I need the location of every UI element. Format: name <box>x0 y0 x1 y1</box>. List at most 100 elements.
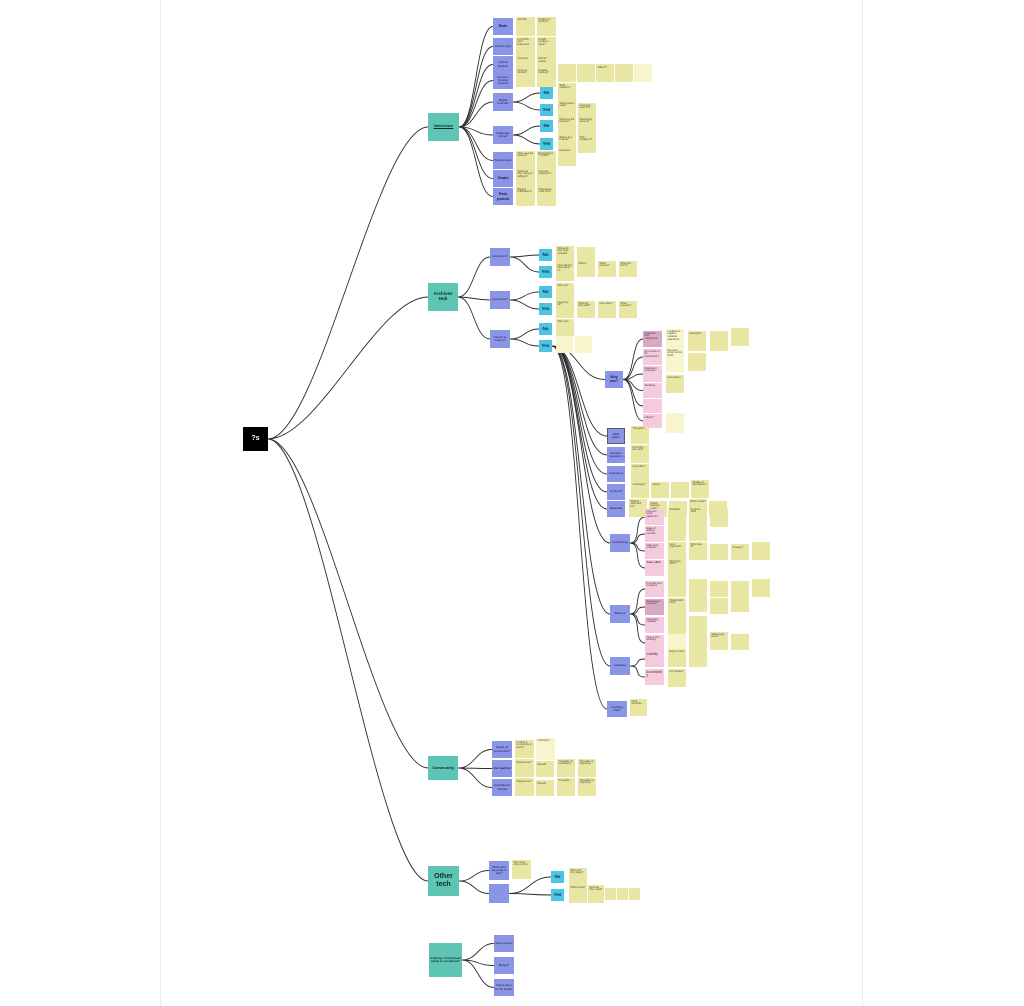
sticky-note[interactable]: Gaps? <box>651 482 669 498</box>
sticky-note[interactable] <box>668 525 686 541</box>
subtopic-node-b1r3[interactable]: Archive location <box>493 56 513 73</box>
subtopic-node-b1r9[interactable]: Pain points <box>493 188 513 205</box>
sticky-note[interactable]: What are they trying to achieve? <box>516 169 535 188</box>
sticky-note[interactable]: What would help? <box>668 598 686 616</box>
sticky-note[interactable]: Small / medium / large? <box>537 37 556 56</box>
sticky-note[interactable]: Who uses the archive? <box>516 151 535 170</box>
sticky-note[interactable]: eg church, gov't, business? <box>516 37 535 56</box>
pink-note-pk4[interactable]: Teaching <box>643 383 662 398</box>
no-node-no1b[interactable]: No <box>540 120 553 132</box>
sticky-note[interactable]: Timely? <box>731 544 749 560</box>
subtopic-node-b2c3[interactable]: Used it to search? <box>490 330 510 348</box>
subtopic-node-b5c1[interactable]: Data security <box>494 935 514 952</box>
sticky-note[interactable] <box>689 651 707 667</box>
sticky-note[interactable]: What process? <box>619 301 637 318</box>
subtopic-node-b2c2[interactable]: Contributor? <box>490 291 510 309</box>
yes-node-yes1b[interactable]: Yes <box>540 138 553 150</box>
sticky-note[interactable] <box>731 634 749 650</box>
subtopic-node-b1r8[interactable]: Goals <box>493 170 513 187</box>
sticky-note[interactable] <box>731 581 749 597</box>
subtopic-node-s7[interactable]: Barriers <box>610 605 630 623</box>
sticky-note[interactable]: Easy to use? <box>668 649 686 667</box>
sticky-note[interactable] <box>558 64 576 82</box>
sticky-note[interactable]: Staff capacity? <box>558 83 576 101</box>
sticky-note[interactable]: Worth the effort? <box>668 559 686 579</box>
pink-note-s8p1[interactable]: usability <box>645 651 664 667</box>
sticky-note[interactable]: Why not? <box>556 283 574 301</box>
sticky-note[interactable] <box>689 525 707 541</box>
sticky-note[interactable] <box>710 544 728 560</box>
pink-note-pk1[interactable]: Research own collections <box>643 331 662 347</box>
sticky-note[interactable]: How exported? <box>668 542 686 560</box>
pink-note-s7p4[interactable]: Fear it isn't working <box>645 635 664 651</box>
sticky-note[interactable]: How long for? <box>556 300 574 318</box>
topic-node-b2[interactable]: Archives Hub <box>428 283 458 311</box>
subtopic-node-s9[interactable]: Anything else? <box>607 701 627 717</box>
subtopic-node-s1[interactable]: Why use? <box>605 371 623 388</box>
pink-note-pk2[interactable]: As a route in for researchers <box>643 349 662 365</box>
subtopic-node-sA[interactable]: EAD Editor <box>607 428 625 444</box>
sticky-note[interactable]: How often? <box>598 301 616 318</box>
sticky-note[interactable] <box>752 579 770 597</box>
sticky-note[interactable]: Read? <box>536 761 554 777</box>
sticky-note[interactable]: Thoughts <box>557 778 575 796</box>
sticky-note[interactable]: Job title <box>516 17 535 36</box>
topic-node-b3[interactable]: Community <box>428 756 458 780</box>
topic-node-b5[interactable]: Anything I should have asked or consider… <box>429 943 462 977</box>
pink-note-pk6[interactable]: Other? <box>643 414 662 428</box>
sticky-note[interactable]: How long per visit? <box>631 445 649 463</box>
no-node-no2c[interactable]: No <box>539 323 552 335</box>
subtopic-node-b1r7[interactable]: Typical users <box>493 152 513 169</box>
subtopic-node-b5c3[interactable]: Future plans for the archive <box>494 979 514 996</box>
subtopic-node-sC[interactable]: Frequency <box>607 466 625 482</box>
subtopic-node-b4c2[interactable] <box>489 884 509 903</box>
sticky-note[interactable]: What stops them? <box>710 632 728 650</box>
sticky-note[interactable]: Where do they look instead? <box>556 246 574 264</box>
sticky-note[interactable]: How long used for? <box>578 103 596 121</box>
sticky-note[interactable] <box>577 247 595 265</box>
sticky-note[interactable]: Researchers? Public? <box>537 151 556 170</box>
sticky-note[interactable]: How often? <box>631 464 649 482</box>
sticky-note[interactable] <box>731 596 749 612</box>
sticky-note[interactable] <box>668 579 686 597</box>
sticky-note[interactable]: Final thoughts <box>630 699 647 716</box>
sticky-note[interactable]: Biggest frustrations? <box>516 187 535 206</box>
subtopic-node-b4c1[interactable]: What tech used day to day? <box>489 861 509 880</box>
yes-node-yes4[interactable]: Yes <box>551 889 564 901</box>
sticky-note[interactable]: Enquiries <box>558 148 576 166</box>
sticky-note[interactable]: How are they used? <box>588 885 604 903</box>
sticky-note[interactable]: Thoughts? <box>631 426 649 444</box>
sticky-note[interactable]: Thoughts on usefulness <box>557 759 575 777</box>
subtopic-node-sD[interactable]: Content? <box>607 484 625 500</box>
yes-node-yes2b[interactable]: Yes <box>539 303 552 315</box>
sticky-note[interactable]: What takes most time? <box>537 187 556 206</box>
subtopic-node-sB[interactable]: Duration (sessions) <box>607 447 625 463</box>
topic-node-b4[interactable]: Other tech <box>428 866 459 896</box>
sticky-note[interactable] <box>556 336 573 353</box>
sticky-note[interactable]: Read? <box>536 780 554 796</box>
subtopic-node-b1r4[interactable]: Income / funding sources <box>493 72 513 89</box>
sticky-note[interactable]: How often? <box>666 375 684 393</box>
pink-note-s6p3[interactable]: Data prep process <box>645 543 664 559</box>
sticky-note[interactable]: Coverage? <box>631 482 649 498</box>
sticky-note[interactable] <box>688 353 706 371</box>
sticky-note[interactable] <box>615 64 633 82</box>
sticky-note[interactable]: Quality of descriptions <box>691 480 709 498</box>
no-node-no1a[interactable]: No <box>540 87 553 99</box>
sticky-note[interactable] <box>710 509 728 527</box>
subtopic-node-b1r5[interactable]: Digital records? <box>493 93 513 111</box>
sticky-note[interactable]: How is it funded? <box>516 68 535 87</box>
sticky-note[interactable] <box>689 596 707 612</box>
sticky-note[interactable]: Which tools? <box>569 885 587 903</box>
sticky-note[interactable]: Any issues? <box>668 669 686 687</box>
sticky-note[interactable]: Position in archive? <box>537 17 556 36</box>
subtopic-node-b3c1[interactable]: Sense of community? <box>492 741 512 758</box>
sticky-note[interactable] <box>605 888 616 900</box>
sticky-note[interactable]: Other? <box>596 64 614 82</box>
sticky-note[interactable] <box>671 482 689 498</box>
sticky-note[interactable]: Thoughts on improving <box>578 759 596 777</box>
subtopic-node-s6[interactable]: Contributing <box>610 534 630 552</box>
yes-node-yes2c[interactable]: Yes <box>539 340 552 352</box>
sticky-note[interactable] <box>634 64 652 82</box>
